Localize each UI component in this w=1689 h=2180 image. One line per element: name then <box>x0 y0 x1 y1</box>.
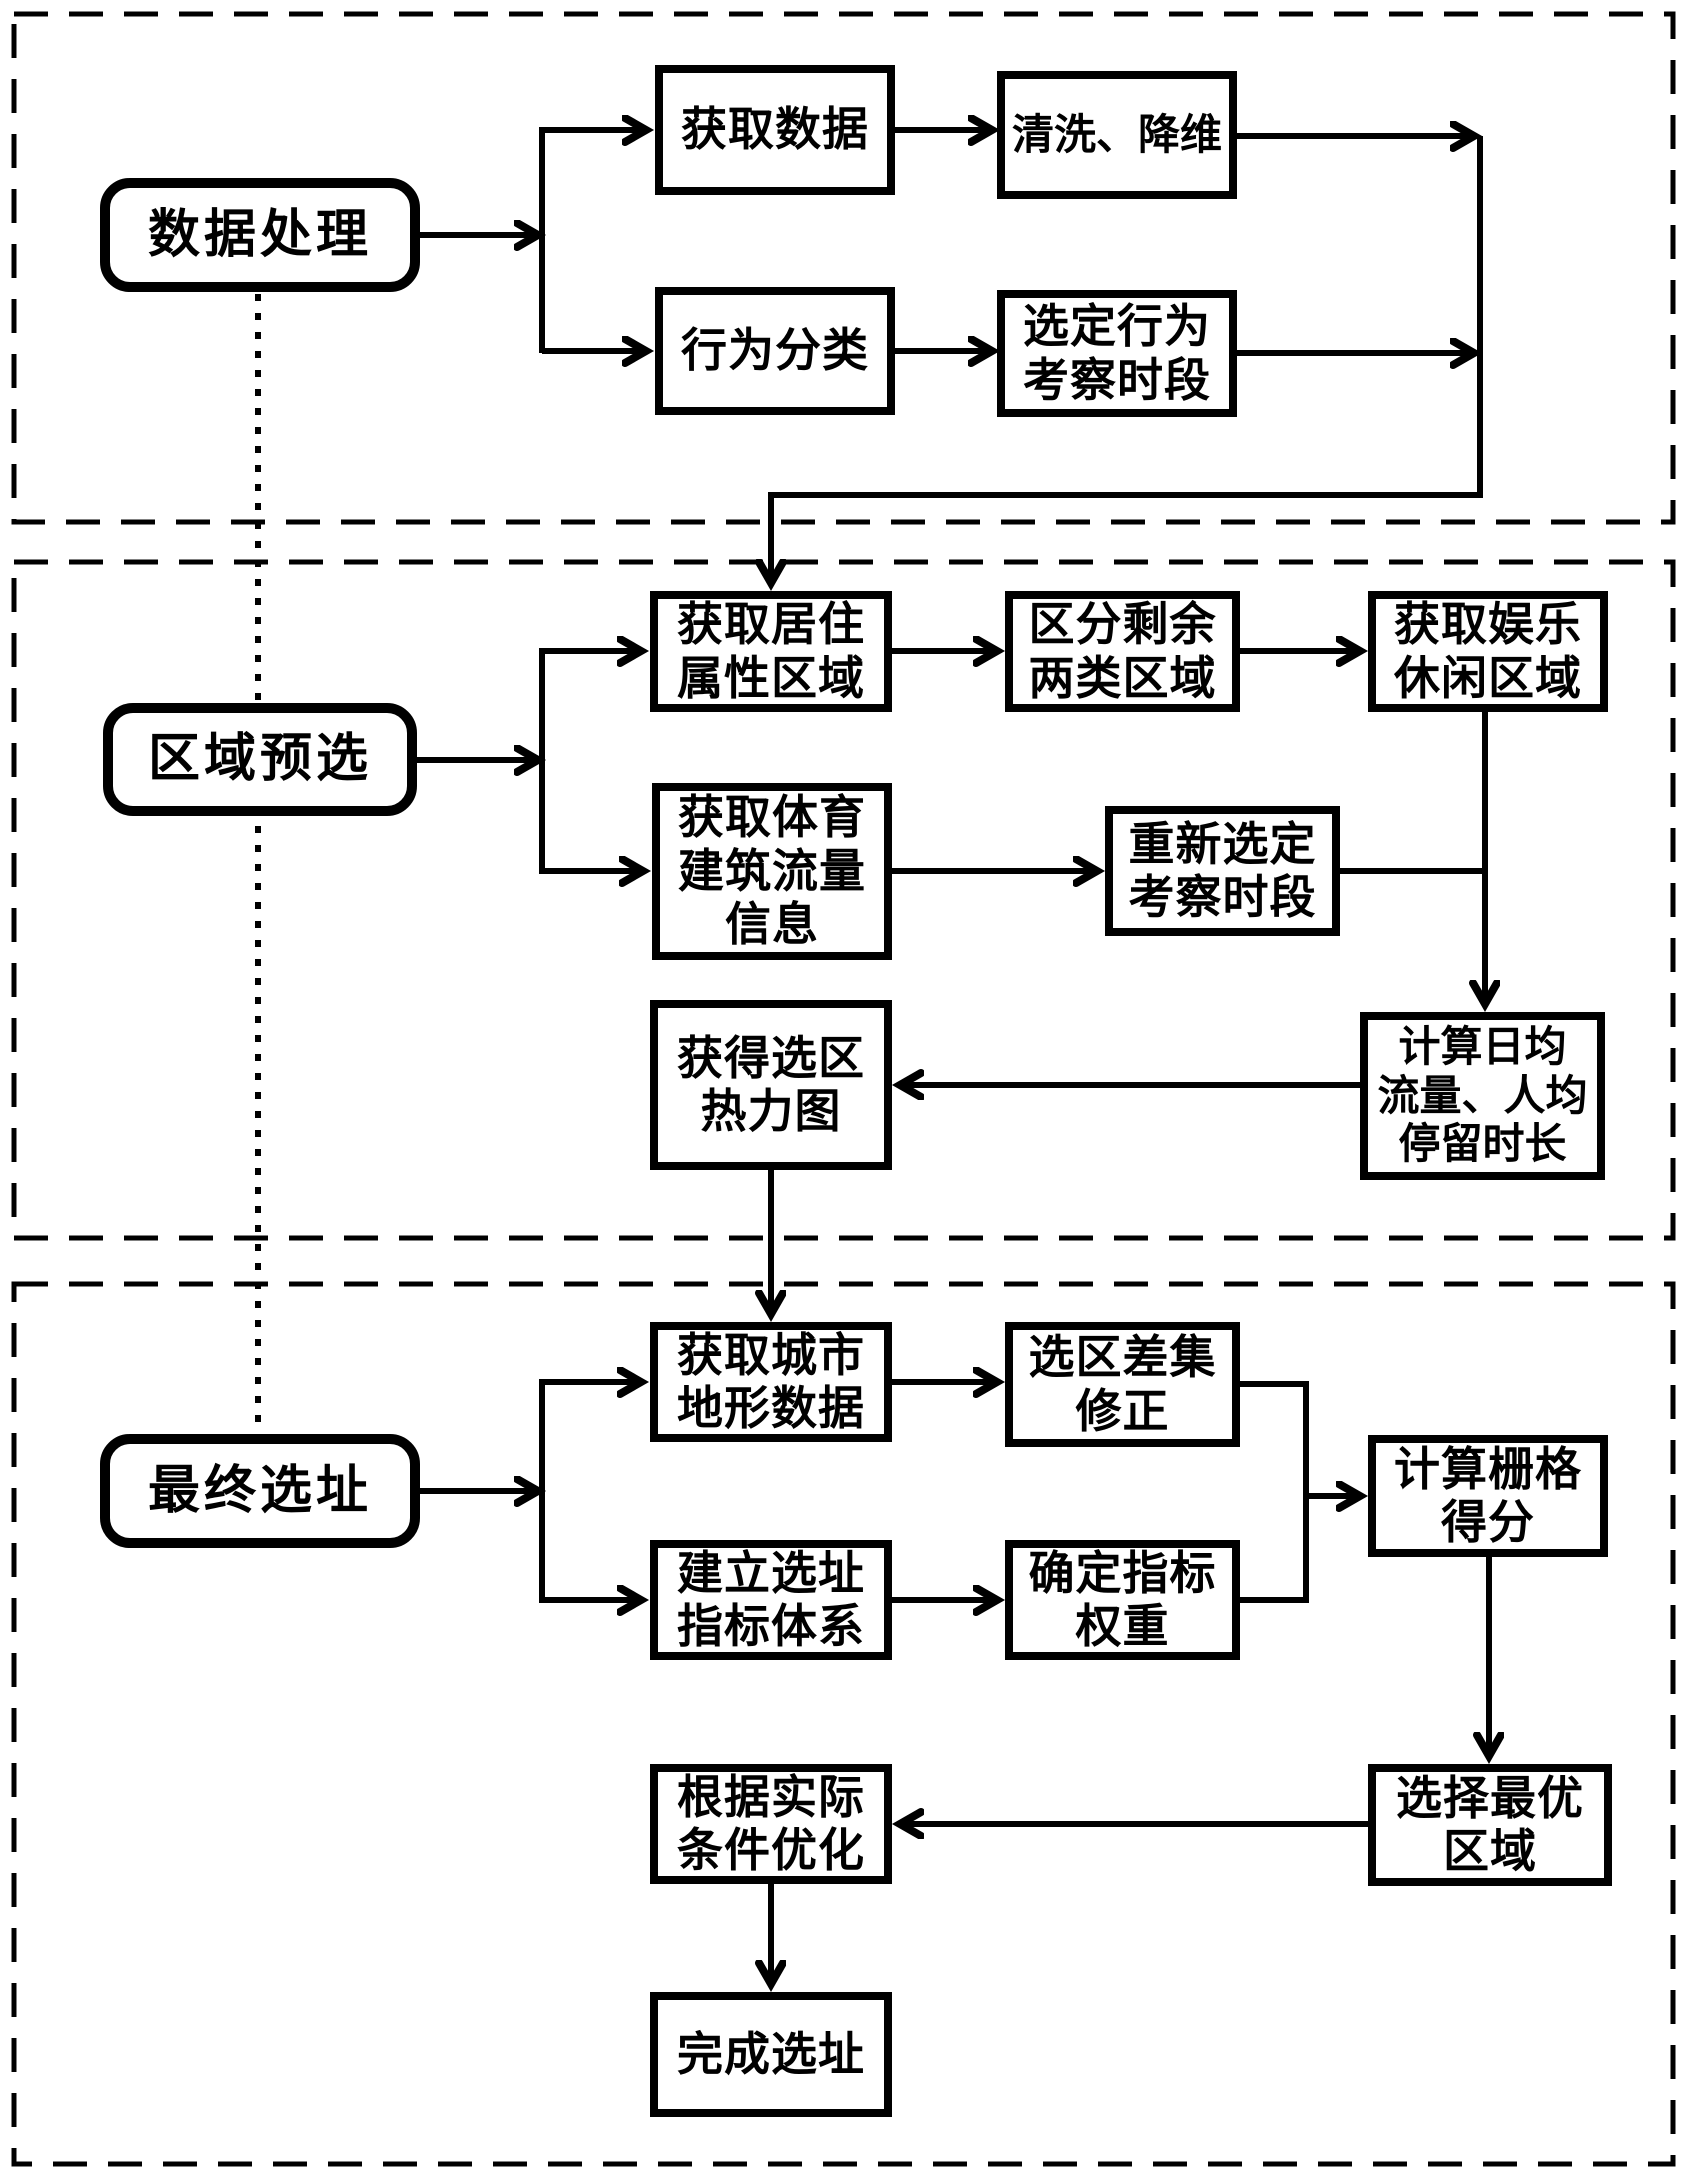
node-behavior-period: 选定行为 考察时段 <box>997 290 1237 417</box>
section-borders <box>11 11 1676 2167</box>
node-split-two-areas: 区分剩余 两类区域 <box>1005 591 1240 712</box>
node-daily-flow-calc: 计算日均 流量、人均 停留时长 <box>1360 1012 1605 1180</box>
node-finish-site: 完成选址 <box>650 1992 892 2117</box>
node-entertainment-area: 获取娱乐 休闲区域 <box>1368 591 1608 712</box>
node-reselect-period: 重新选定 考察时段 <box>1105 806 1340 936</box>
node-grid-score: 计算栅格 得分 <box>1368 1435 1608 1557</box>
node-sports-flow-info: 获取体育 建筑流量 信息 <box>652 783 892 960</box>
section3-border <box>11 1281 1676 2167</box>
stage-region-preselect: 区域预选 <box>103 703 417 816</box>
node-index-weights: 确定指标 权重 <box>1005 1540 1240 1660</box>
node-get-data: 获取数据 <box>655 65 895 195</box>
node-clean-reduce: 清洗、降维 <box>997 71 1237 199</box>
edge-difffix-weights-merge <box>1240 1381 1309 1603</box>
node-index-system: 建立选址 指标体系 <box>650 1540 892 1660</box>
edge-merge-residential <box>771 136 1483 583</box>
stage-final-site: 最终选址 <box>100 1434 420 1548</box>
node-heatmap: 获得选区 热力图 <box>650 1000 892 1170</box>
section1-border <box>11 11 1676 525</box>
node-diffset-fix: 选区差集 修正 <box>1005 1322 1240 1447</box>
connectors <box>417 127 1489 1984</box>
node-city-terrain: 获取城市 地形数据 <box>650 1322 892 1442</box>
stage-data-processing: 数据处理 <box>100 178 420 292</box>
section2-border <box>11 559 1676 1241</box>
node-best-area: 选择最优 区域 <box>1368 1764 1612 1886</box>
node-optimize-actual: 根据实际 条件优化 <box>650 1764 892 1884</box>
node-behavior-classify: 行为分类 <box>655 287 895 415</box>
node-residential-area: 获取居住 属性区域 <box>650 591 892 712</box>
